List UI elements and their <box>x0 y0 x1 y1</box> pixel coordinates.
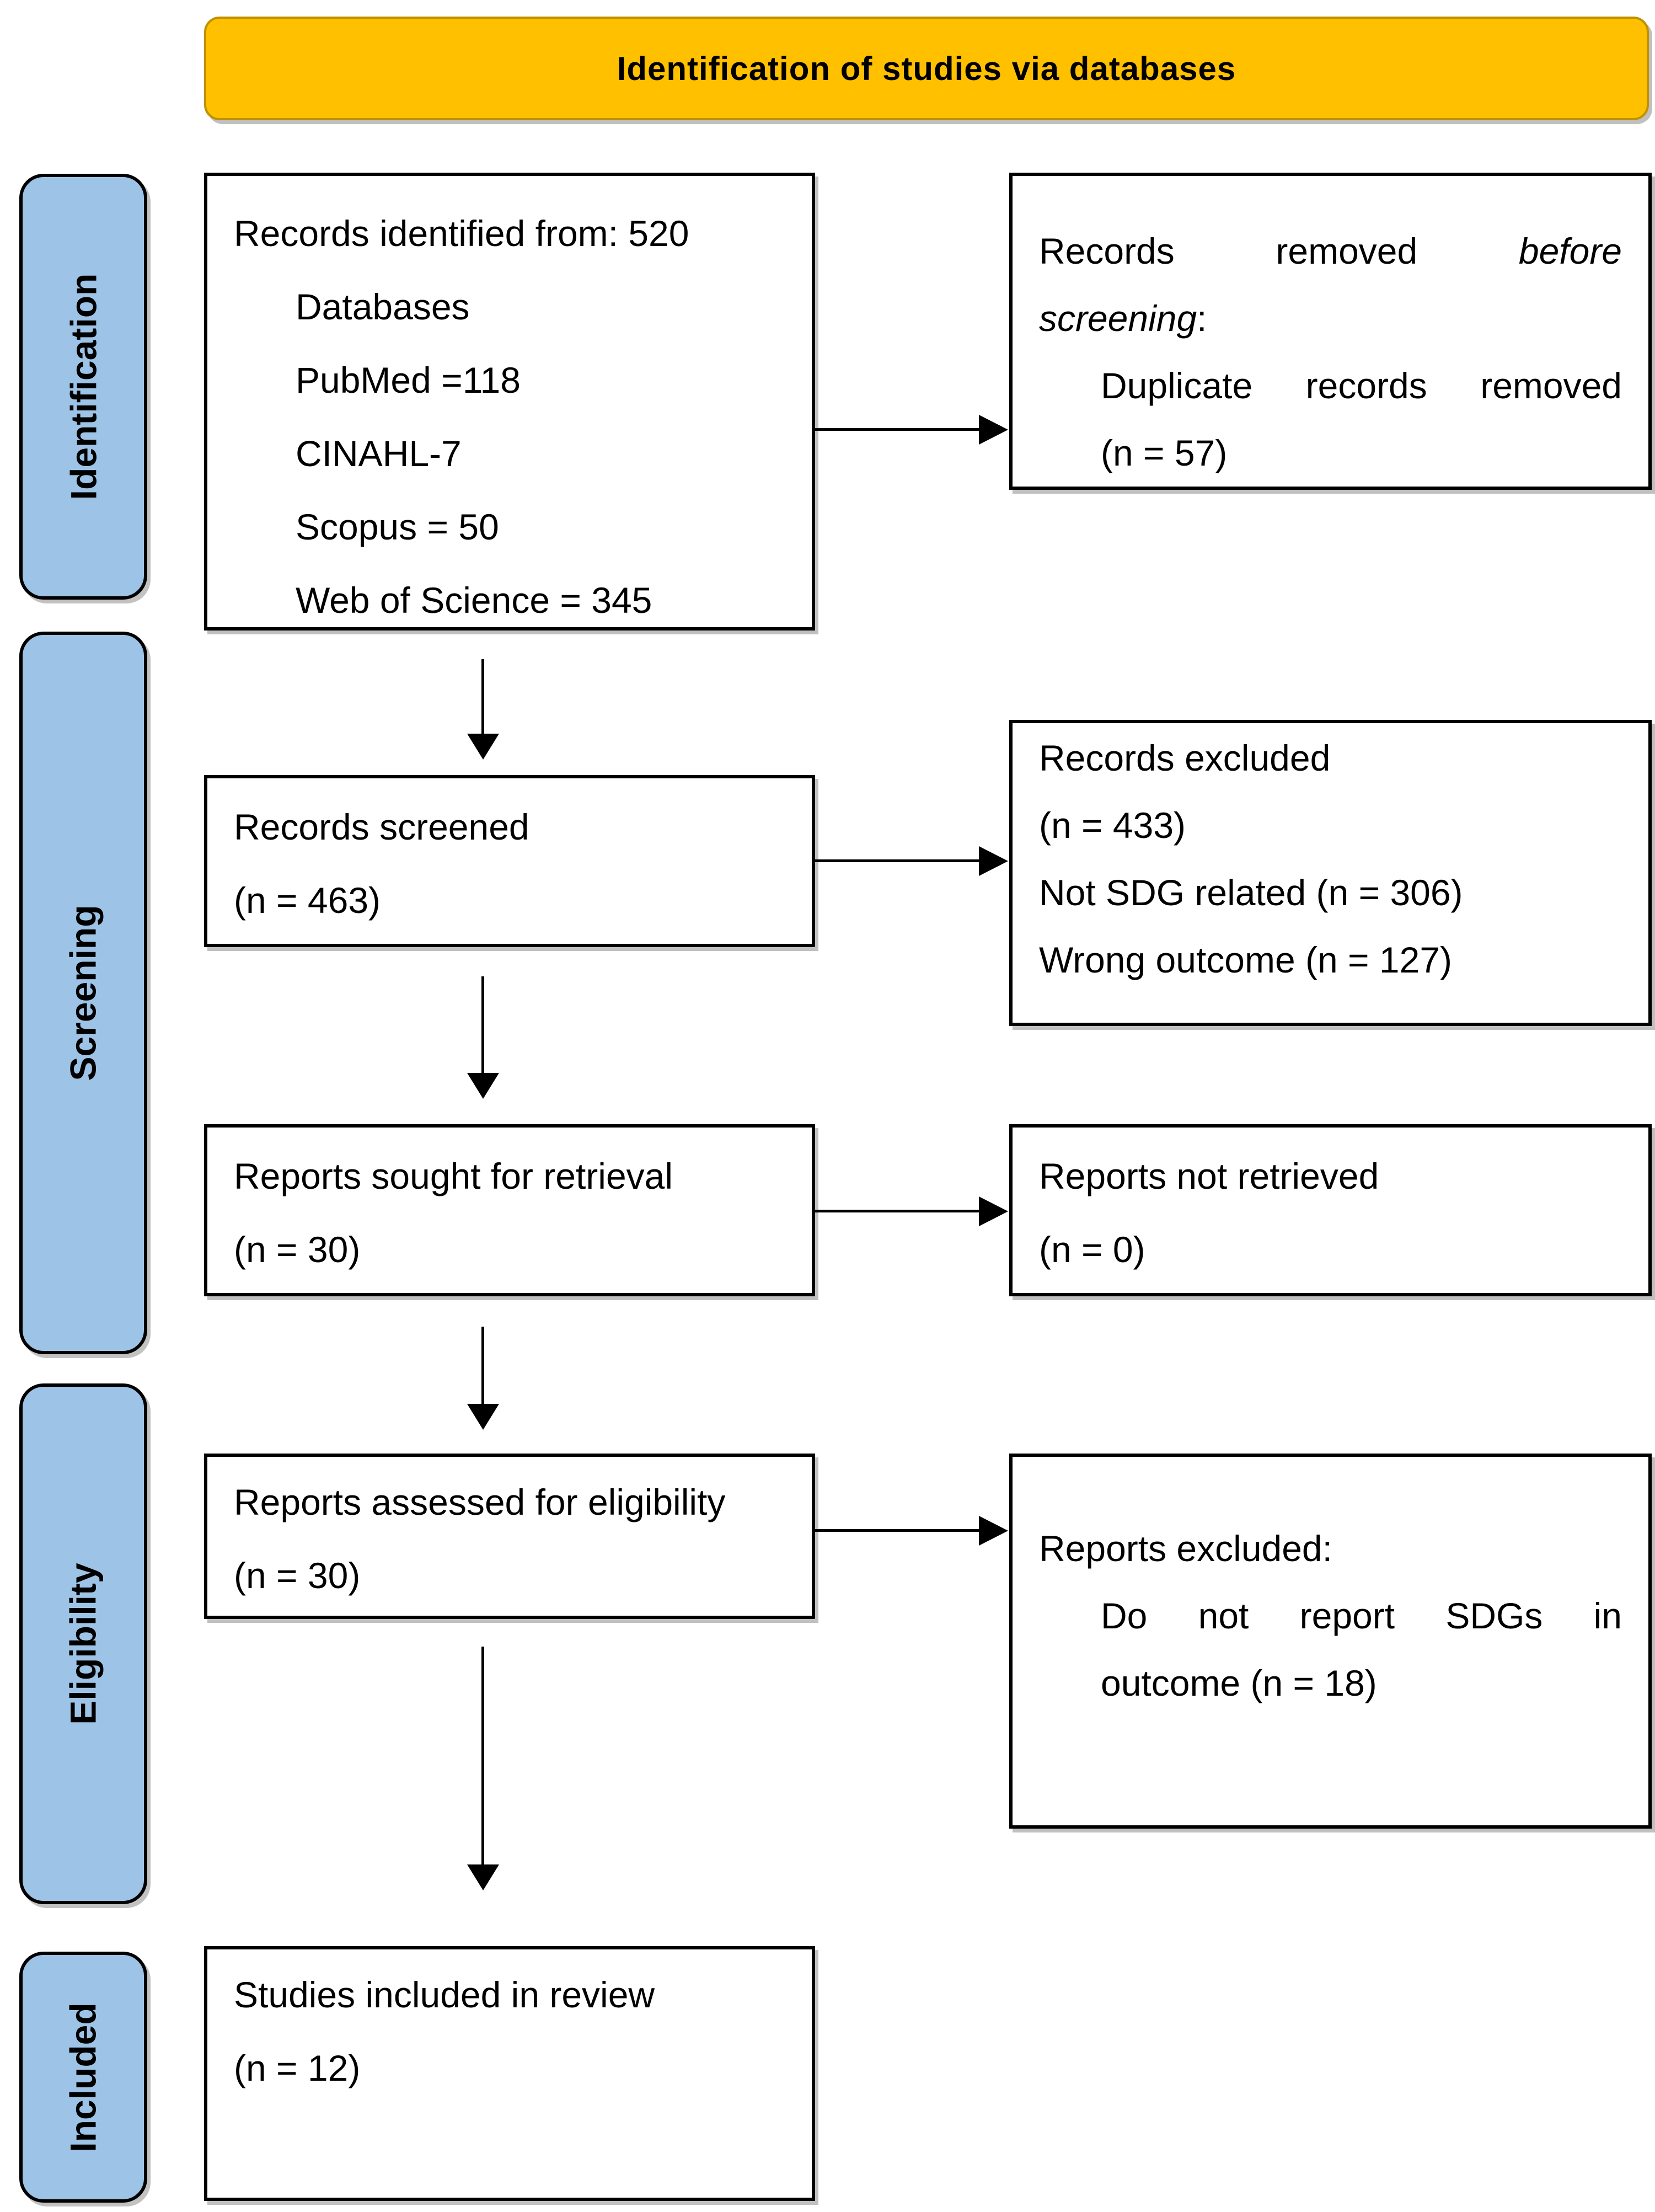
stage-label-text: Included <box>63 2002 104 2152</box>
box-line-text: Duplicate records removed <box>1101 365 1622 406</box>
box-reports-excluded: Reports excluded: Do not report SDGs in … <box>1009 1454 1652 1829</box>
box-line: Do not report SDGs in <box>1039 1582 1622 1649</box>
box-records-removed: Records removed before screening: Duplic… <box>1009 173 1652 490</box>
arrow-screened-to-excluded <box>815 859 979 862</box>
box-line: Scopus = 50 <box>296 506 499 547</box>
box-line: Studies included in review <box>234 1974 655 2015</box>
box-line: (n = 57) <box>1101 432 1228 473</box>
title-banner: Identification of studies via databases <box>204 17 1649 120</box>
box-line: screening: <box>1039 285 1622 352</box>
box-studies-included: Studies included in review (n = 12) <box>204 1946 815 2201</box>
stage-label-eligibility: Eligibility <box>19 1383 147 1904</box>
box-line: Duplicate records removed <box>1039 352 1622 419</box>
stage-label-screening: Screening <box>19 632 147 1354</box>
stage-label-text: Eligibility <box>63 1563 104 1725</box>
arrow-assessed-to-reports-excluded <box>815 1529 979 1532</box>
box-line-text: Records removed <box>1039 231 1418 271</box>
arrow-sought-to-not-retrieved <box>815 1210 979 1212</box>
box-line: PubMed =118 <box>296 360 521 400</box>
arrow-identified-to-removed <box>815 428 979 431</box>
box-line-italic: before <box>1518 231 1622 271</box>
box-line: CINAHL-7 <box>296 433 462 474</box>
box-line: Not SDG related (n = 306) <box>1039 872 1463 913</box>
box-line: (n = 12) <box>234 2048 361 2088</box>
box-line-text: : <box>1197 298 1207 339</box>
box-line: (n = 463) <box>234 880 381 921</box>
box-line: (n = 0) <box>1039 1229 1145 1270</box>
arrow-screened-to-sought <box>481 976 484 1073</box>
box-reports-not-retrieved: Reports not retrieved (n = 0) <box>1009 1124 1652 1296</box>
diagram-title: Identification of studies via databases <box>617 50 1236 87</box>
box-line: (n = 433) <box>1039 805 1186 846</box>
box-line: Records identified from: 520 <box>234 213 689 254</box>
box-line: Records screened <box>234 806 529 847</box>
box-line: Records removed before <box>1039 217 1622 285</box>
box-records-identified: Records identified from: 520 Databases P… <box>204 173 815 631</box>
box-line: Reports not retrieved <box>1039 1156 1379 1196</box>
box-line-text: Do not report SDGs in <box>1101 1595 1622 1636</box>
box-line: Databases <box>296 286 470 327</box>
box-line: Wrong outcome (n = 127) <box>1039 939 1453 980</box>
box-records-excluded: Records excluded (n = 433) Not SDG relat… <box>1009 720 1652 1026</box>
box-line: (n = 30) <box>234 1229 361 1270</box>
arrow-sought-to-assessed <box>481 1327 484 1404</box>
box-line: outcome (n = 18) <box>1101 1663 1377 1703</box>
box-line: Reports excluded: <box>1039 1528 1332 1569</box>
arrow-assessed-to-included <box>481 1647 484 1864</box>
stage-label-included: Included <box>19 1952 147 2203</box>
box-records-screened: Records screened (n = 463) <box>204 775 815 947</box>
stage-label-text: Identification <box>63 273 104 500</box>
box-line: Web of Science = 345 <box>296 580 652 621</box>
stage-label-identification: Identification <box>19 174 147 600</box>
arrow-identified-to-screened <box>481 659 484 734</box>
box-line: Reports sought for retrieval <box>234 1156 673 1196</box>
box-line: Reports assessed for eligibility <box>234 1482 726 1522</box>
box-line: Records excluded <box>1039 738 1331 778</box>
box-line-italic: screening <box>1039 298 1197 339</box>
box-line: (n = 30) <box>234 1555 361 1596</box>
box-reports-sought: Reports sought for retrieval (n = 30) <box>204 1124 815 1296</box>
box-reports-assessed: Reports assessed for eligibility (n = 30… <box>204 1454 815 1619</box>
stage-label-text: Screening <box>63 905 104 1081</box>
